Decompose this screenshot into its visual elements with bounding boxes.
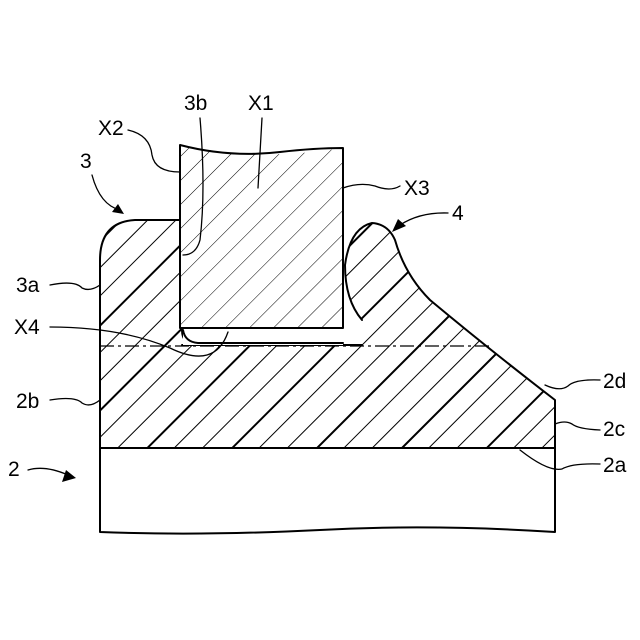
label-x1: X1 <box>248 92 274 115</box>
label-4: 4 <box>452 202 464 225</box>
label-3b: 3b <box>184 92 207 115</box>
label-x4: X4 <box>14 316 40 339</box>
label-2: 2 <box>8 458 20 481</box>
bottom-gap <box>183 328 343 345</box>
base-member <box>100 448 555 534</box>
inserted-member <box>180 145 343 328</box>
label-3: 3 <box>80 150 92 173</box>
label-2c: 2c <box>603 418 625 441</box>
label-x3: X3 <box>404 177 430 200</box>
label-2a: 2a <box>603 454 627 477</box>
label-x2: X2 <box>98 117 124 140</box>
label-2b: 2b <box>16 390 39 413</box>
label-3a: 3a <box>16 274 40 297</box>
label-2d: 2d <box>603 370 626 393</box>
